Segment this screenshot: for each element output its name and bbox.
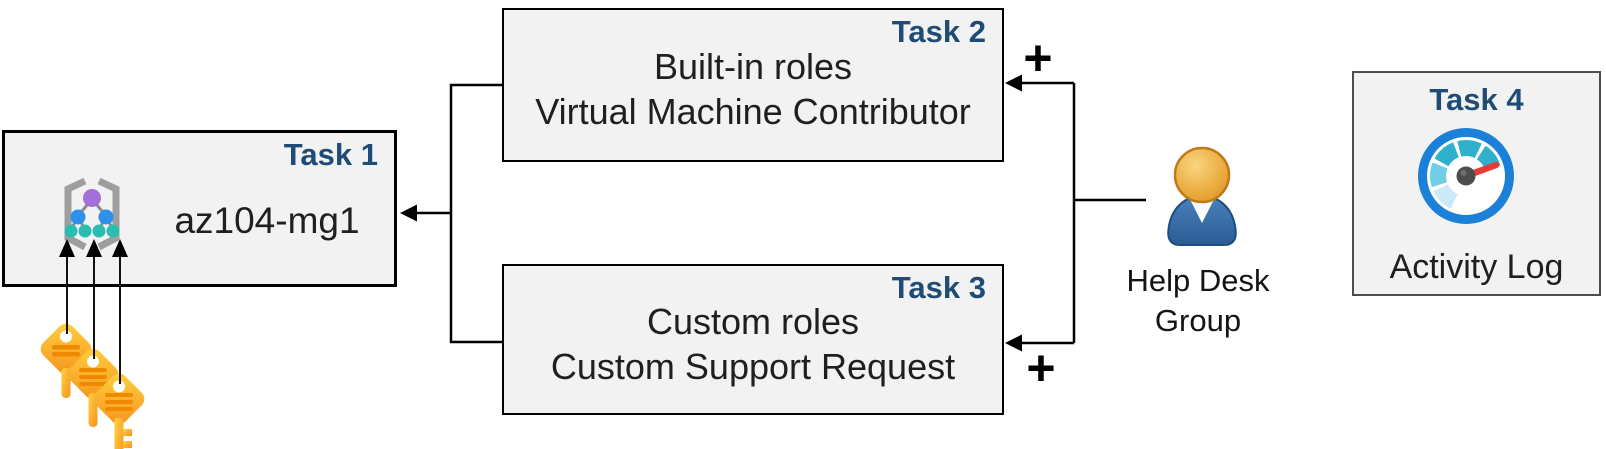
bracket-connector bbox=[449, 83, 502, 344]
plus-sign-task3: + bbox=[1026, 340, 1056, 396]
task4-box: Task 4 Activity Log bbox=[1352, 71, 1601, 296]
key-3 bbox=[93, 373, 145, 449]
task2-line1: Built-in roles bbox=[653, 46, 853, 87]
task1-badge: Task 1 bbox=[283, 137, 378, 172]
help-desk-group-label: Help Desk Group bbox=[1106, 261, 1290, 341]
task4-title: Activity Log bbox=[1389, 248, 1564, 286]
task1-title: az104-mg1 bbox=[174, 199, 360, 241]
plus-sign-task2: + bbox=[1023, 30, 1053, 86]
task1-box: Task 1 az104-mg1 bbox=[2, 130, 397, 287]
arrowhead-to-task1 bbox=[400, 204, 417, 222]
management-group-icon bbox=[64, 177, 120, 251]
task2-line2: Virtual Machine Contributor bbox=[535, 91, 971, 132]
task4-badge: Task 4 bbox=[1429, 82, 1524, 117]
task3-line1: Custom roles bbox=[646, 300, 860, 342]
person-icon bbox=[1167, 146, 1237, 246]
task2-box: Task 2 Built-in roles Virtual Machine Co… bbox=[502, 8, 1004, 162]
activity-log-gauge-icon bbox=[1418, 128, 1514, 224]
three-keys-icon bbox=[40, 323, 145, 449]
task2-badge: Task 2 bbox=[891, 14, 986, 49]
help-desk-label-line2: Group bbox=[1154, 303, 1242, 338]
help-desk-label-line1: Help Desk bbox=[1126, 263, 1270, 298]
task3-badge: Task 3 bbox=[891, 270, 986, 305]
task3-line2: Custom Support Request bbox=[550, 345, 956, 387]
task3-box: Task 3 Custom roles Custom Support Reque… bbox=[502, 264, 1004, 415]
